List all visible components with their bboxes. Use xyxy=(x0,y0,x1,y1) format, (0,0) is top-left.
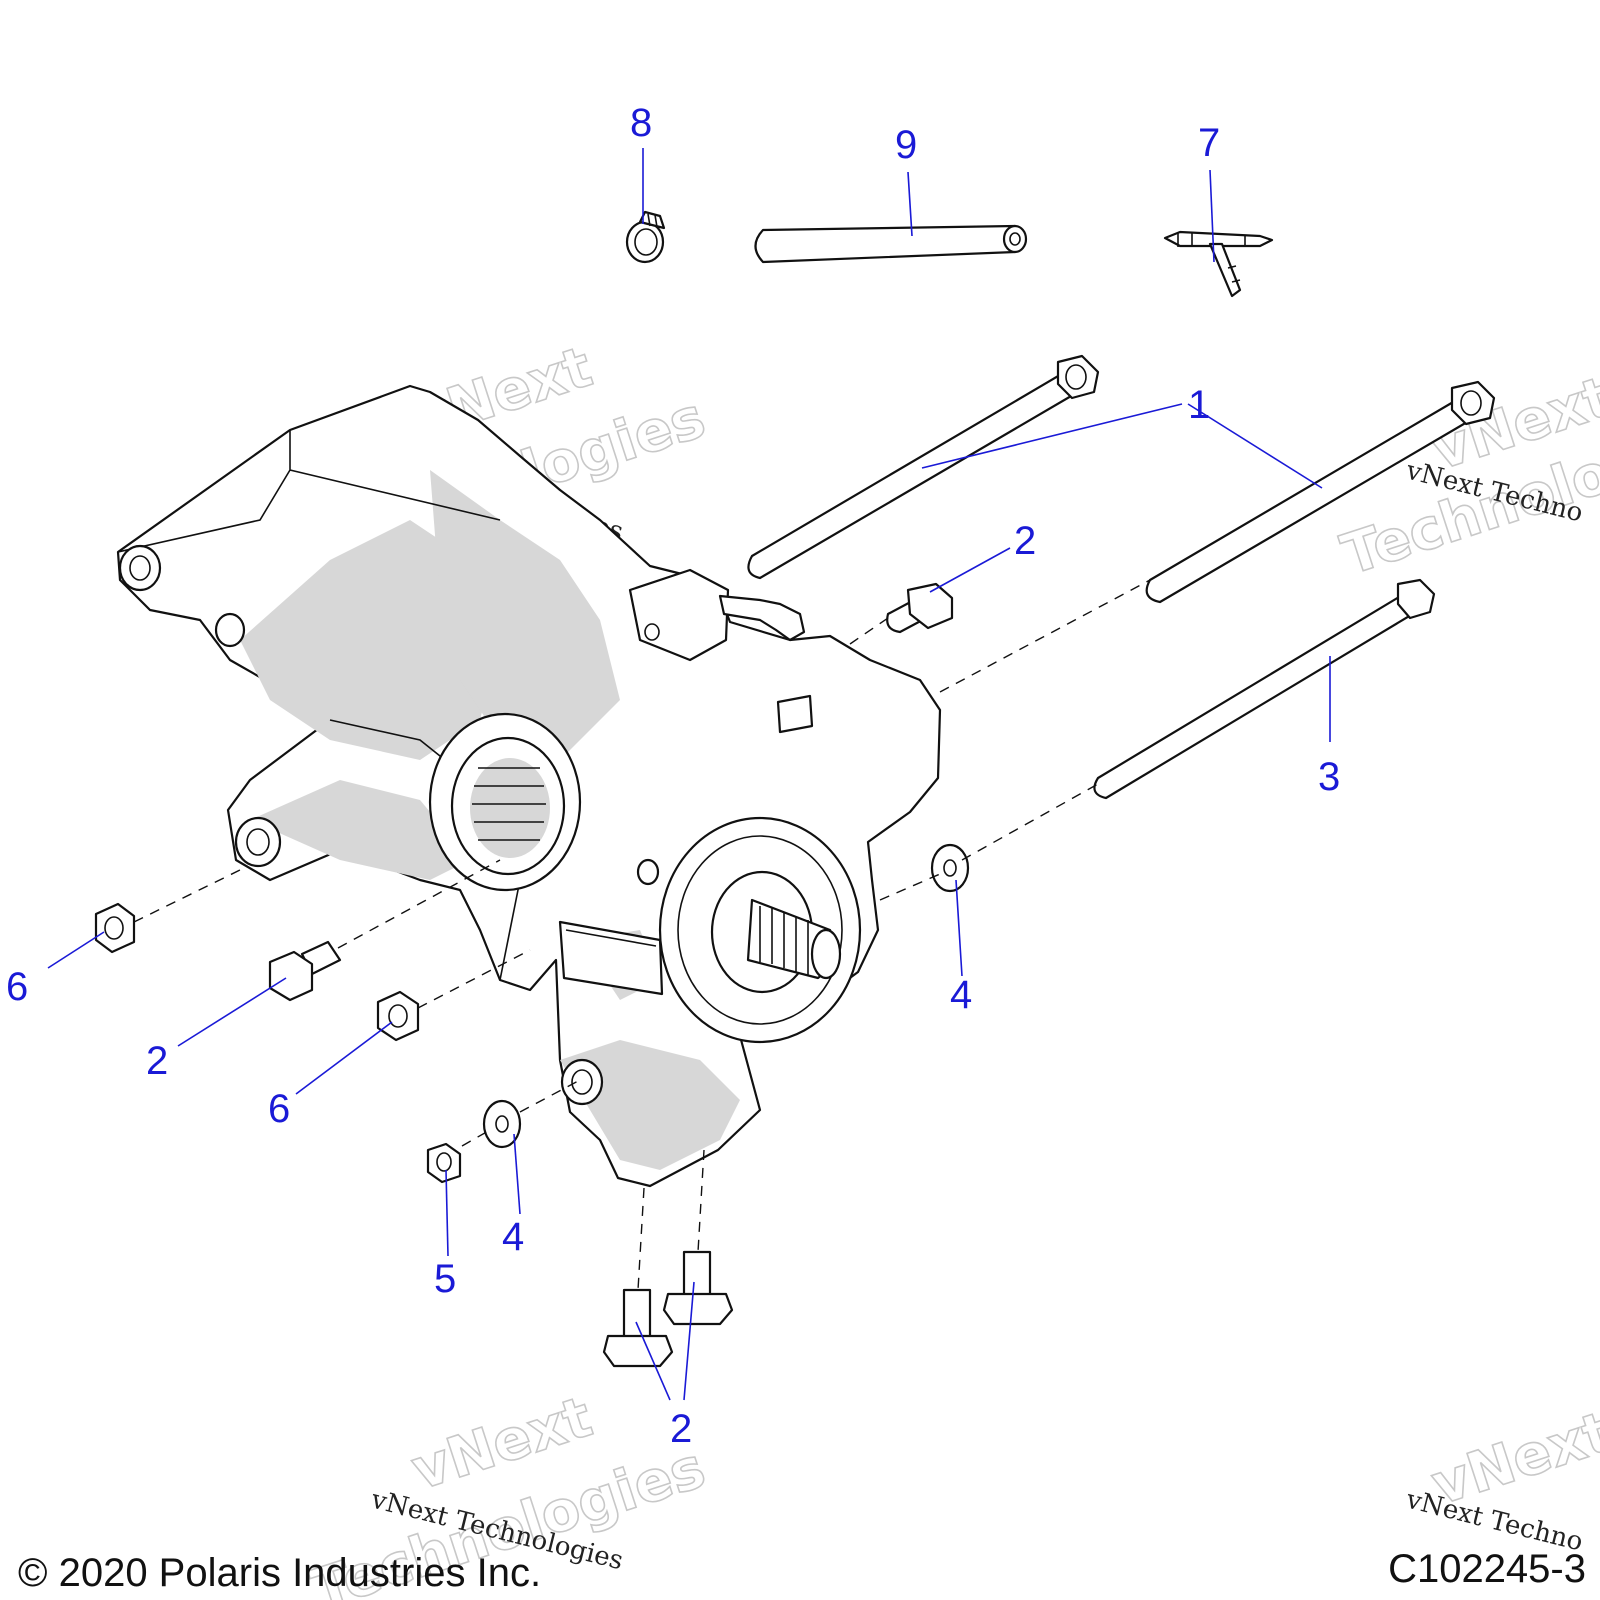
callout-6-left: 6 xyxy=(6,965,28,1009)
callout-leaders xyxy=(47,148,1331,1401)
flange-nut-icon xyxy=(376,990,420,1042)
callout-3: 3 xyxy=(1318,755,1340,799)
flange-bolt-icon xyxy=(886,582,954,634)
hose-tube-icon xyxy=(754,224,1028,264)
callout-2-top: 2 xyxy=(1014,519,1036,563)
callout-6-mid: 6 xyxy=(268,1087,290,1131)
callout-2-bottom: 2 xyxy=(670,1407,692,1451)
callout-9: 9 xyxy=(895,123,917,167)
figure-id: C102245-3 xyxy=(1388,1547,1586,1591)
bolt-icon xyxy=(1093,578,1436,800)
washer-icon xyxy=(930,843,970,893)
callout-1: 1 xyxy=(1188,383,1210,427)
flange-nut-icon xyxy=(94,902,136,954)
callout-5: 5 xyxy=(434,1257,456,1301)
tee-fitting-icon xyxy=(1163,230,1274,298)
flange-bolt-icon xyxy=(268,940,342,1002)
callout-8: 8 xyxy=(630,101,652,145)
watermark-bottom-right: vNext vNext Techno xyxy=(1402,1399,1600,1558)
nut-icon xyxy=(426,1142,462,1184)
callout-4-bottom: 4 xyxy=(502,1215,524,1259)
callout-2-left: 2 xyxy=(146,1039,168,1083)
long-bolt-icon xyxy=(1145,380,1496,604)
callout-7: 7 xyxy=(1198,121,1220,165)
gearcase-housing xyxy=(116,384,942,1188)
hose-clamp-icon xyxy=(625,210,666,264)
washer-icon xyxy=(482,1099,522,1149)
callout-4-right: 4 xyxy=(950,973,972,1017)
callout-labels: 8 9 7 1 2 3 4 6 2 6 4 5 2 xyxy=(6,101,1340,1451)
flange-bolt-icon xyxy=(662,1250,734,1326)
flange-bolt-icon xyxy=(602,1288,674,1368)
long-bolt-icon xyxy=(747,354,1100,580)
assembly-lines xyxy=(133,579,1151,1291)
copyright-text: © 2020 Polaris Industries Inc. xyxy=(18,1551,541,1595)
